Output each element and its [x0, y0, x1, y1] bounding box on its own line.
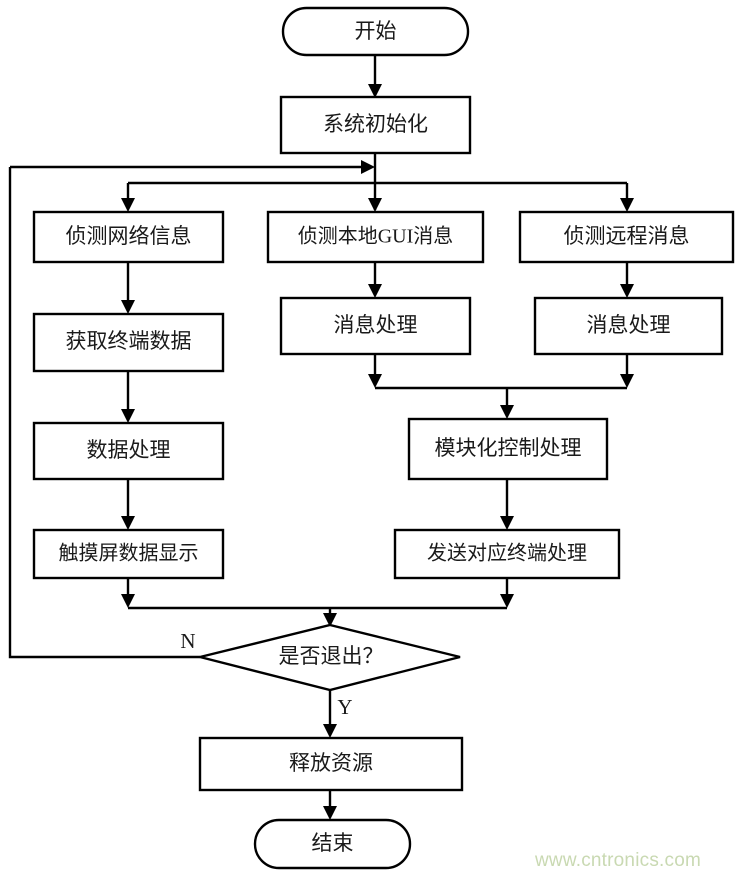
- arrow-msgright-to-merge: [620, 374, 634, 388]
- decision-exit-shape: [199, 623, 461, 692]
- arrow-gui-to-msg: [368, 284, 382, 298]
- end-shape: [253, 818, 412, 870]
- arrow-terminal-to-dataproc: [121, 409, 135, 423]
- arrow-dist-to-left: [121, 198, 135, 212]
- detect-local-gui-shape: [266, 210, 485, 264]
- touch-display-shape: [32, 528, 225, 580]
- node-msg-process-middle[interactable]: 消息处理: [279, 296, 472, 356]
- data-process-label: 数据处理: [87, 438, 171, 462]
- arrow-dataproc-to-touch: [121, 516, 135, 530]
- detect-remote-label: 侦测远程消息: [564, 224, 690, 248]
- node-data-process[interactable]: 数据处理: [32, 421, 225, 481]
- touch-display-label: 触摸屏数据显示: [59, 542, 199, 565]
- end-label: 结束: [312, 831, 354, 855]
- msg-process-right-label: 消息处理: [587, 313, 671, 337]
- modular-control-label: 模块化控制处理: [435, 436, 582, 460]
- node-detect-local-gui[interactable]: 侦测本地GUI消息: [266, 210, 485, 264]
- connector-layer: [8, 55, 634, 820]
- node-start[interactable]: 开始: [281, 6, 470, 57]
- node-touch-display[interactable]: 触摸屏数据显示: [32, 528, 225, 580]
- watermark-text: www.cntronics.com: [534, 850, 701, 871]
- decision-exit-label: 是否退出？: [279, 644, 384, 668]
- release-shape: [198, 736, 464, 792]
- send-terminal-shape: [393, 528, 621, 580]
- node-send-terminal[interactable]: 发送对应终端处理: [393, 528, 621, 580]
- detect-local-gui-label: 侦测本地GUI消息: [298, 225, 454, 248]
- arrow-release-to-end: [323, 806, 337, 820]
- node-msg-process-right[interactable]: 消息处理: [533, 296, 724, 356]
- get-terminal-data-label: 获取终端数据: [66, 329, 192, 353]
- arrow-decision-yes: [323, 724, 337, 738]
- init-label: 系统初始化: [323, 112, 428, 136]
- node-detect-remote[interactable]: 侦测远程消息: [518, 210, 735, 264]
- arrow-dist-to-right: [620, 198, 634, 212]
- data-process-shape: [32, 421, 225, 481]
- arrow-modular-to-send: [500, 516, 514, 530]
- branch-label-yes: Y: [337, 695, 352, 719]
- modular-control-shape: [407, 417, 609, 481]
- node-get-terminal-data[interactable]: 获取终端数据: [32, 312, 225, 373]
- branch-label-no: N: [180, 629, 195, 653]
- init-shape: [279, 95, 472, 155]
- msg-process-middle-label: 消息处理: [334, 313, 418, 337]
- arrow-dist-to-middle: [368, 198, 382, 212]
- connector-decision-no-loop: [8, 167, 200, 659]
- get-terminal-data-shape: [32, 312, 225, 373]
- start-shape: [281, 6, 470, 57]
- arrow-merge-to-decision: [323, 613, 337, 627]
- node-end[interactable]: 结束: [253, 818, 412, 870]
- node-init[interactable]: 系统初始化: [279, 95, 472, 155]
- arrow-network-to-terminal: [121, 300, 135, 314]
- node-decision-exit[interactable]: 是否退出？: [199, 623, 461, 692]
- detect-network-label: 侦测网络信息: [66, 224, 192, 248]
- arrow-merge-to-modular: [500, 405, 514, 419]
- arrow-send-to-merge: [500, 594, 514, 608]
- send-terminal-label: 发送对应终端处理: [427, 542, 587, 565]
- msg-process-middle-shape: [279, 296, 472, 356]
- detect-network-shape: [32, 210, 225, 264]
- node-modular-control[interactable]: 模块化控制处理: [407, 417, 609, 481]
- arrow-msgmid-to-merge: [368, 374, 382, 388]
- node-release[interactable]: 释放资源: [198, 736, 464, 792]
- arrow-loop-return: [361, 160, 375, 174]
- start-label: 开始: [355, 19, 397, 43]
- detect-remote-shape: [518, 210, 735, 264]
- arrow-remote-to-msg: [620, 284, 634, 298]
- msg-process-right-shape: [533, 296, 724, 356]
- release-label: 释放资源: [289, 751, 373, 775]
- node-detect-network[interactable]: 侦测网络信息: [32, 210, 225, 264]
- arrow-touch-to-merge: [121, 594, 135, 608]
- arrow-start-to-init: [368, 84, 382, 98]
